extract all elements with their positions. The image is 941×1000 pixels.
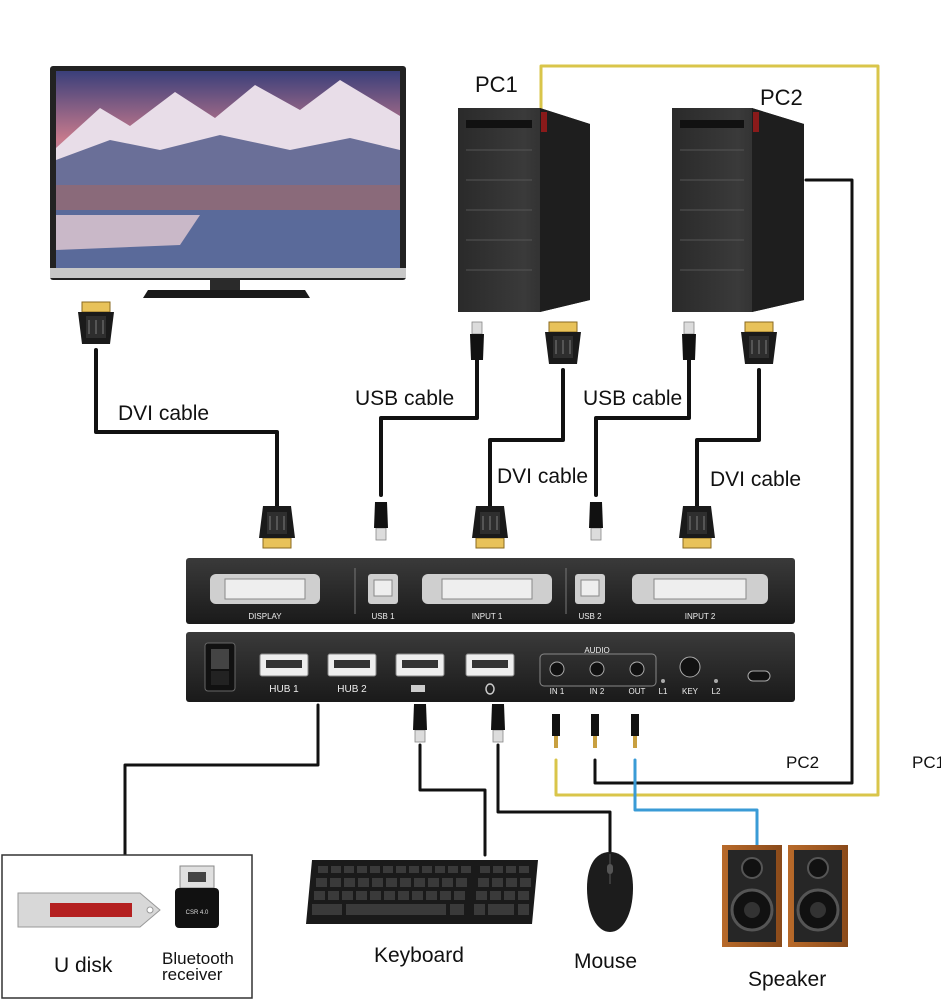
audio-out-jack bbox=[629, 661, 645, 677]
audio-plug-out bbox=[631, 714, 639, 748]
pc2-audio-line-label: PC2 bbox=[786, 753, 819, 772]
speaker-left bbox=[722, 845, 782, 947]
input1-port bbox=[422, 574, 552, 604]
input2-port bbox=[632, 574, 768, 604]
label-dvi-cable-pc1: DVI cable bbox=[497, 465, 588, 488]
pc1-label: PC1 bbox=[475, 72, 518, 97]
label-dvi-cable-display: DVI cable bbox=[118, 402, 209, 425]
audio-group bbox=[539, 653, 657, 687]
usb-c-port bbox=[747, 670, 771, 682]
audio-label: AUDIO bbox=[584, 646, 609, 655]
hub1-label: HUB 1 bbox=[269, 684, 299, 695]
input2-port-label: INPUT 2 bbox=[685, 612, 716, 621]
bluetooth-receiver bbox=[175, 865, 219, 928]
usb1-port-label: USB 1 bbox=[371, 612, 395, 621]
audio-cable-out bbox=[633, 758, 759, 847]
label-usb-cable-pc1: USB cable bbox=[355, 387, 454, 410]
pc1-audio-line-label: PC1 bbox=[912, 753, 941, 772]
audio-plug-in1 bbox=[552, 714, 560, 748]
dvi-cable-pc2 bbox=[695, 368, 761, 512]
udisk bbox=[17, 892, 161, 928]
pc1-tower bbox=[458, 108, 590, 312]
key-button bbox=[679, 656, 701, 678]
key-button-label: KEY bbox=[682, 687, 699, 696]
usb-plug-keyboard bbox=[412, 703, 428, 743]
usb-cable-pc2 bbox=[594, 358, 691, 497]
dvi-plug-pc2 bbox=[740, 321, 778, 365]
dvi-cable-display bbox=[94, 348, 279, 512]
usb1-port bbox=[368, 574, 398, 604]
mouse bbox=[587, 852, 633, 932]
dvi-plug-display-port bbox=[258, 505, 296, 549]
usb-plug-pc2 bbox=[681, 321, 697, 361]
dvi-plug-input2 bbox=[678, 505, 716, 549]
label-dvi-cable-pc2: DVI cable bbox=[710, 468, 801, 491]
power-switch bbox=[204, 642, 236, 692]
audio-in1-label: IN 1 bbox=[550, 687, 565, 696]
usb-hub-cable bbox=[123, 703, 320, 857]
dvi-plug-monitor bbox=[77, 301, 115, 345]
pc2-tower bbox=[672, 108, 804, 312]
speaker-label: Speaker bbox=[748, 968, 826, 991]
audio-plug-in2 bbox=[591, 714, 599, 748]
keyboard-cable bbox=[418, 743, 487, 857]
usb-plug-pc1 bbox=[469, 321, 485, 361]
led-l2-label: L2 bbox=[712, 687, 721, 696]
audio-in2-jack bbox=[589, 661, 605, 677]
usb2-port-label: USB 2 bbox=[578, 612, 602, 621]
led-l2 bbox=[714, 679, 718, 683]
audio-in2-label: IN 2 bbox=[590, 687, 605, 696]
audio-cable-pc1 bbox=[539, 64, 880, 797]
label-usb-cable-pc2: USB cable bbox=[583, 387, 682, 410]
usb-cable-pc1 bbox=[379, 358, 479, 497]
usb-plug-usb1 bbox=[373, 501, 389, 541]
cables bbox=[94, 64, 880, 857]
pc2-label: PC2 bbox=[760, 85, 803, 110]
kvm-switch-back-panel: DISPLAY USB 1 INPUT 1 USB 2 INPUT 2 bbox=[186, 558, 795, 624]
keyboard-port-icon bbox=[411, 685, 425, 692]
udisk-label: U disk bbox=[54, 954, 113, 977]
input1-port-label: INPUT 1 bbox=[472, 612, 503, 621]
speakers bbox=[722, 845, 848, 947]
mouse-cable bbox=[496, 743, 612, 854]
display-port bbox=[210, 574, 320, 604]
led-l1 bbox=[661, 679, 665, 683]
keyboard-label: Keyboard bbox=[374, 944, 464, 967]
speaker-right bbox=[788, 845, 848, 947]
usb2-port bbox=[575, 574, 605, 604]
audio-in1-jack bbox=[549, 661, 565, 677]
display-port-label: DISPLAY bbox=[248, 612, 282, 621]
dvi-cable-pc1 bbox=[488, 368, 565, 512]
audio-cable-pc2 bbox=[593, 178, 854, 785]
monitor bbox=[50, 66, 406, 298]
bluetooth-label-line1: Bluetooth bbox=[162, 949, 234, 968]
led-l1-label: L1 bbox=[659, 687, 668, 696]
hub2-label: HUB 2 bbox=[337, 684, 367, 695]
mouse-port-icon bbox=[485, 683, 495, 695]
kvm-switch-front-panel: HUB 1 HUB 2 AUDIO IN 1 IN 2 OUT L1 KEY L… bbox=[186, 632, 795, 702]
audio-out-label: OUT bbox=[629, 687, 646, 696]
dvi-plug-pc1 bbox=[544, 321, 582, 365]
usb-plug-mouse bbox=[490, 703, 506, 743]
keyboard bbox=[306, 860, 538, 924]
bluetooth-label-line2: receiver bbox=[162, 965, 223, 984]
bluetooth-chip-label: CSR 4.0 bbox=[186, 910, 209, 916]
dvi-plug-input1 bbox=[471, 505, 509, 549]
mouse-label: Mouse bbox=[574, 950, 637, 973]
usb-plug-usb2 bbox=[588, 501, 604, 541]
usb-hub-devices-box: U disk CSR 4.0 Bluetooth receiver bbox=[1, 854, 253, 999]
